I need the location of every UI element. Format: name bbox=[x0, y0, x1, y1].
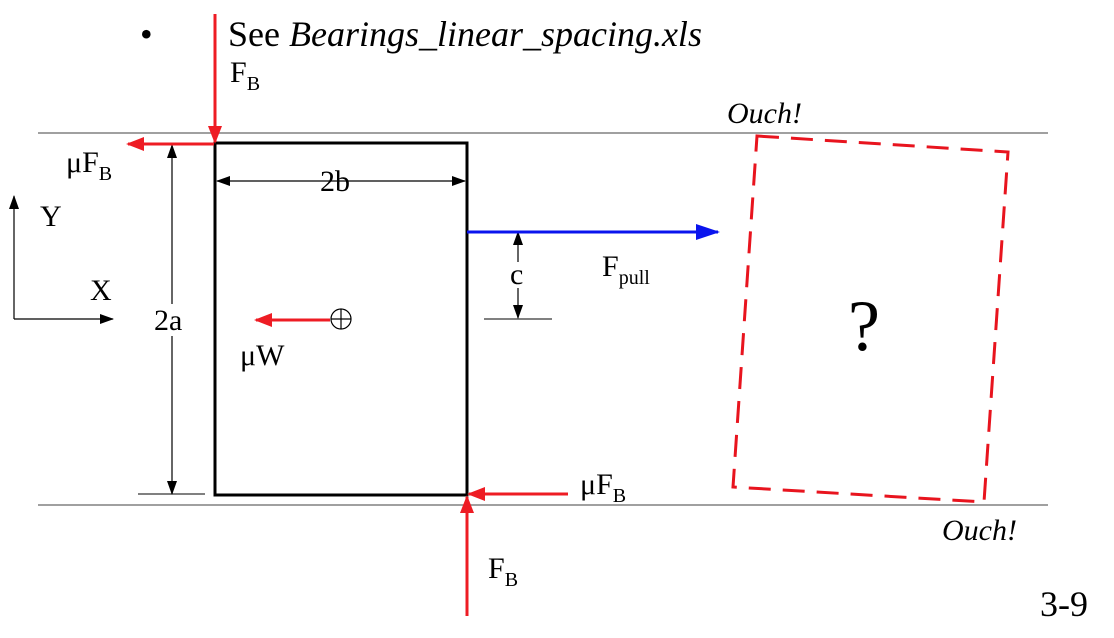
jammed-block-outline bbox=[731, 134, 1010, 504]
weight-friction-label: μW bbox=[240, 339, 285, 372]
ouch-bottom: Ouch! bbox=[942, 514, 1017, 547]
bullet: • bbox=[140, 14, 153, 54]
ouch-top: Ouch! bbox=[727, 97, 802, 130]
height-label: 2a bbox=[154, 304, 182, 337]
bottom-normal-force-label: FB bbox=[488, 552, 518, 591]
pull-force-label: Fpull bbox=[602, 250, 650, 289]
width-label: 2b bbox=[320, 165, 350, 198]
slide-number: 3-9 bbox=[1040, 584, 1088, 624]
jammed-question-mark: ? bbox=[848, 286, 880, 366]
y-axis-label: Y bbox=[40, 200, 62, 233]
heading: See Bearings_linear_spacing.xls bbox=[228, 14, 702, 54]
offset-label-mask bbox=[508, 262, 530, 288]
top-normal-force-label: FB bbox=[230, 56, 260, 95]
top-friction-force-label: μFB bbox=[66, 146, 112, 185]
carriage-block bbox=[213, 141, 469, 497]
heading-file: Bearings_linear_spacing.xls bbox=[289, 14, 702, 54]
offset-label: c bbox=[510, 258, 523, 291]
bottom-friction-force-label: μFB bbox=[580, 468, 626, 507]
x-axis-label: X bbox=[90, 274, 112, 307]
heading-prefix: See bbox=[228, 14, 289, 54]
height-label-mask bbox=[150, 304, 194, 336]
